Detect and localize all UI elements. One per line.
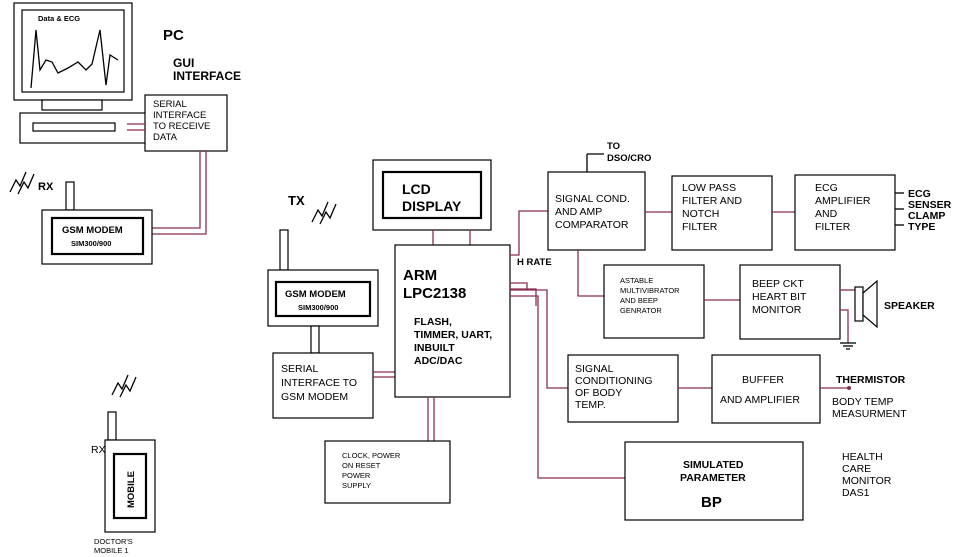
lcd-line-2: DISPLAY [402,198,462,214]
gui-line-2: INTERFACE [173,69,241,83]
arm-feature-1: FLASH, [414,316,452,328]
signal-cond-3: COMPARATOR [555,219,629,231]
disk-slot [33,123,115,131]
gsm-rx-inner [52,218,143,254]
mobile-label: MOBILE [126,471,137,508]
monitor-stand [42,100,102,110]
arm-feature-3: INBUILT [414,342,455,354]
signal-cond-1: SIGNAL COND. [555,193,630,205]
astable-2: MULTIVIBRATOR [620,286,680,295]
pc-serial-line-4: DATA [153,132,178,143]
mobile-caption-2: MOBILE 1 [94,546,129,555]
serial-gsm-line-1: SERIAL [281,363,319,375]
rx-top-label: RX [38,181,54,193]
speaker-label: SPEAKER [884,300,935,312]
wire-beep-speaker-2 [840,310,848,343]
mobile-rx-label: RX [91,444,106,456]
clock-line-3: POWER [342,471,371,480]
gsm-rx-model: SIM300/900 [71,239,111,248]
pc-serial-line-3: TO RECEIVE [153,121,210,132]
ecg-amp-2: AMPLIFIER [815,195,871,207]
temp-cond-2: CONDITIONING [575,375,653,387]
signal-cond-2: AND AMP [555,206,602,218]
astable-3: AND BEEP [620,296,658,305]
tx-label: TX [288,193,305,208]
ground-icon [840,343,856,349]
clock-line-2: ON RESET [342,461,381,470]
pc-serial-line-2: INTERFACE [153,110,206,121]
gsm-tx-title: GSM MODEM [285,289,346,300]
health-3: MONITOR [842,475,892,487]
ecg-amp-4: FILTER [815,221,851,233]
beep-2: HEART BIT [752,291,807,303]
beep-3: MONITOR [752,304,802,316]
wire-arm-stub-2 [510,289,536,306]
mobile-antenna [108,412,116,440]
gui-line-1: GUI [173,56,194,70]
lcd-line-1: LCD [402,181,431,197]
serial-gsm-line-2: INTERFACE TO [281,377,357,389]
to-dso-2: DSO/CRO [607,153,651,164]
thermistor-label: THERMISTOR [836,374,906,386]
astable-4: GENRATOR [620,306,662,315]
simulated-2: PARAMETER [680,472,746,484]
wire-pc-gsm-1 [152,151,200,228]
buffer-2: AND AMPLIFIER [720,394,800,406]
buffer-1: BUFFER [742,374,784,386]
health-1: HEALTH [842,451,883,463]
serial-gsm-line-3: GSM MODEM [281,391,348,403]
lpf-1: LOW PASS [682,182,736,194]
body-temp-1: BODY TEMP [832,396,893,408]
pc-serial-line-1: SERIAL [153,99,187,110]
ecg-sensor-4: TYPE [908,221,935,233]
lpf-2: FILTER AND [682,195,742,207]
thermistor-node [847,386,851,390]
rx-antenna [66,182,74,210]
health-2: CARE [842,463,871,475]
temp-cond-1: SIGNAL [575,363,614,375]
pc-computer: Data & ECG [14,3,148,143]
temp-cond-4: TEMP. [575,399,606,411]
astable-1: ASTABLE [620,276,653,285]
wire-pc-gsm-2 [152,151,206,234]
mobile-caption-1: DOCTOR'S [94,537,133,546]
speaker-icon [855,281,877,327]
body-temp-2: MEASURMENT [832,408,907,420]
pc-title: PC [163,27,184,44]
clock-line-1: CLOCK, POWER [342,451,401,460]
bp-label: BP [701,494,722,511]
arm-feature-2: TIMMER, UART, [414,329,492,341]
gsm-tx-model: SIM300/900 [298,303,338,312]
health-4: DAS1 [842,487,870,499]
gsm-rx-title: GSM MODEM [62,225,123,236]
wire-cond-astable [578,250,604,296]
buffer-box [712,355,820,423]
gsm-tx-connector [311,326,319,353]
wire-arm-signal-cond [510,211,548,255]
ecg-amp-1: ECG [815,182,838,194]
arm-feature-4: ADC/DAC [414,355,463,367]
screen-label: Data & ECG [38,14,80,23]
ecg-amp-3: AND [815,208,838,220]
lpf-3: NOTCH [682,208,719,220]
simulated-1: SIMULATED [683,459,744,471]
wire-arm-temp [510,290,568,388]
h-rate-label: H RATE [517,257,552,268]
temp-cond-3: OF BODY [575,387,622,399]
arm-title-1: ARM [403,267,437,284]
ecg-amp-box [795,175,895,250]
lpf-4: FILTER [682,221,718,233]
to-dso-1: TO [607,141,620,152]
tx-antenna [280,230,288,270]
clock-line-4: SUPPLY [342,481,371,490]
beep-1: BEEP CKT [752,278,804,290]
arm-title-2: LPC2138 [403,285,466,302]
